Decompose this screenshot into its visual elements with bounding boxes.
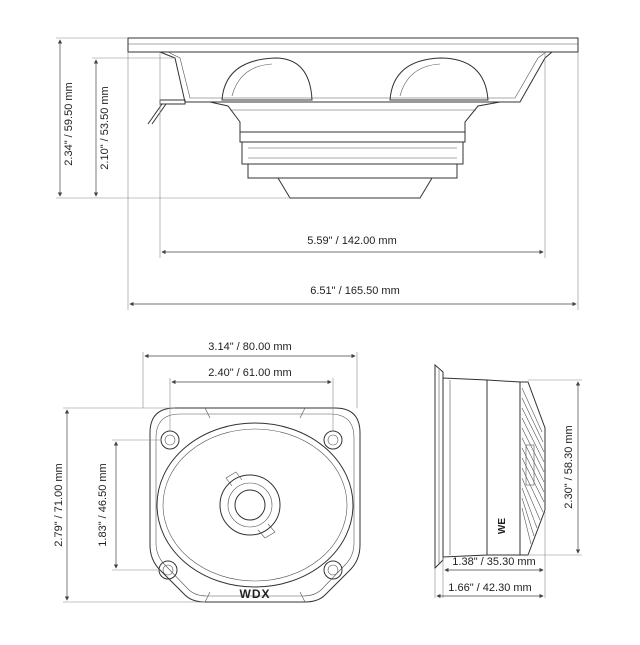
- front-frame-outer: [149, 407, 361, 603]
- screw-hole-tr: [323, 430, 343, 450]
- top-profile-view: 2.34" / 59.50 mm 2.10" / 53.50 mm 5.59" …: [56, 37, 579, 310]
- heatsink-fins: [521, 387, 545, 545]
- screw-hole-tl: [160, 430, 180, 450]
- tweeter-ring: [219, 474, 281, 536]
- dim-front-height-inner: 1.83" / 46.50 mm: [97, 463, 109, 546]
- dim-width-cutout: 5.59" / 142.00 mm: [307, 235, 397, 247]
- dim-side-depth-mount: 1.38" / 35.30 mm: [452, 556, 535, 568]
- magnet-bottom: [247, 163, 458, 179]
- screw-hole-br: [323, 560, 343, 580]
- side-logo: WE: [497, 518, 508, 534]
- magnet-top: [239, 131, 466, 143]
- dim-width-total: 6.51" / 165.50 mm: [310, 285, 400, 297]
- dim-side-depth-total: 1.66" / 42.30 mm: [448, 582, 531, 594]
- dim-side-height: 2.30" / 58.30 mm: [563, 425, 575, 508]
- terminal-tab: [159, 99, 186, 105]
- dim-height-total: 2.34" / 59.50 mm: [63, 82, 75, 165]
- cone-lobe-right: [389, 57, 489, 101]
- front-view: WDX 3.14" / 80.00 mm 2.40" / 61.00 mm 2.…: [53, 341, 361, 603]
- side-terminal: [525, 444, 535, 486]
- dim-front-width-inner: 2.40" / 61.00 mm: [208, 367, 291, 379]
- speaker-flange: [127, 37, 579, 53]
- tweeter-dome: [234, 489, 266, 521]
- dim-front-height-outer: 2.79" / 71.00 mm: [53, 463, 65, 546]
- back-plate: [277, 177, 433, 199]
- cone-lobe-left: [221, 57, 313, 101]
- screw-hole-bl: [158, 560, 178, 580]
- speaker-basket: [159, 51, 553, 103]
- front-logo: WDX: [240, 587, 271, 601]
- magnet: [241, 141, 464, 165]
- cone-outer: [156, 422, 354, 588]
- dim-height-mount: 2.10" / 53.50 mm: [99, 86, 111, 169]
- side-heatsink: [519, 381, 546, 556]
- speaker-frame: [209, 101, 501, 133]
- side-body: [442, 377, 488, 558]
- dim-front-width-outer: 3.14" / 80.00 mm: [208, 341, 291, 353]
- side-view: WE 2.30" / 58.30 mm 1.38" / 35.30 mm 1.6…: [434, 363, 582, 599]
